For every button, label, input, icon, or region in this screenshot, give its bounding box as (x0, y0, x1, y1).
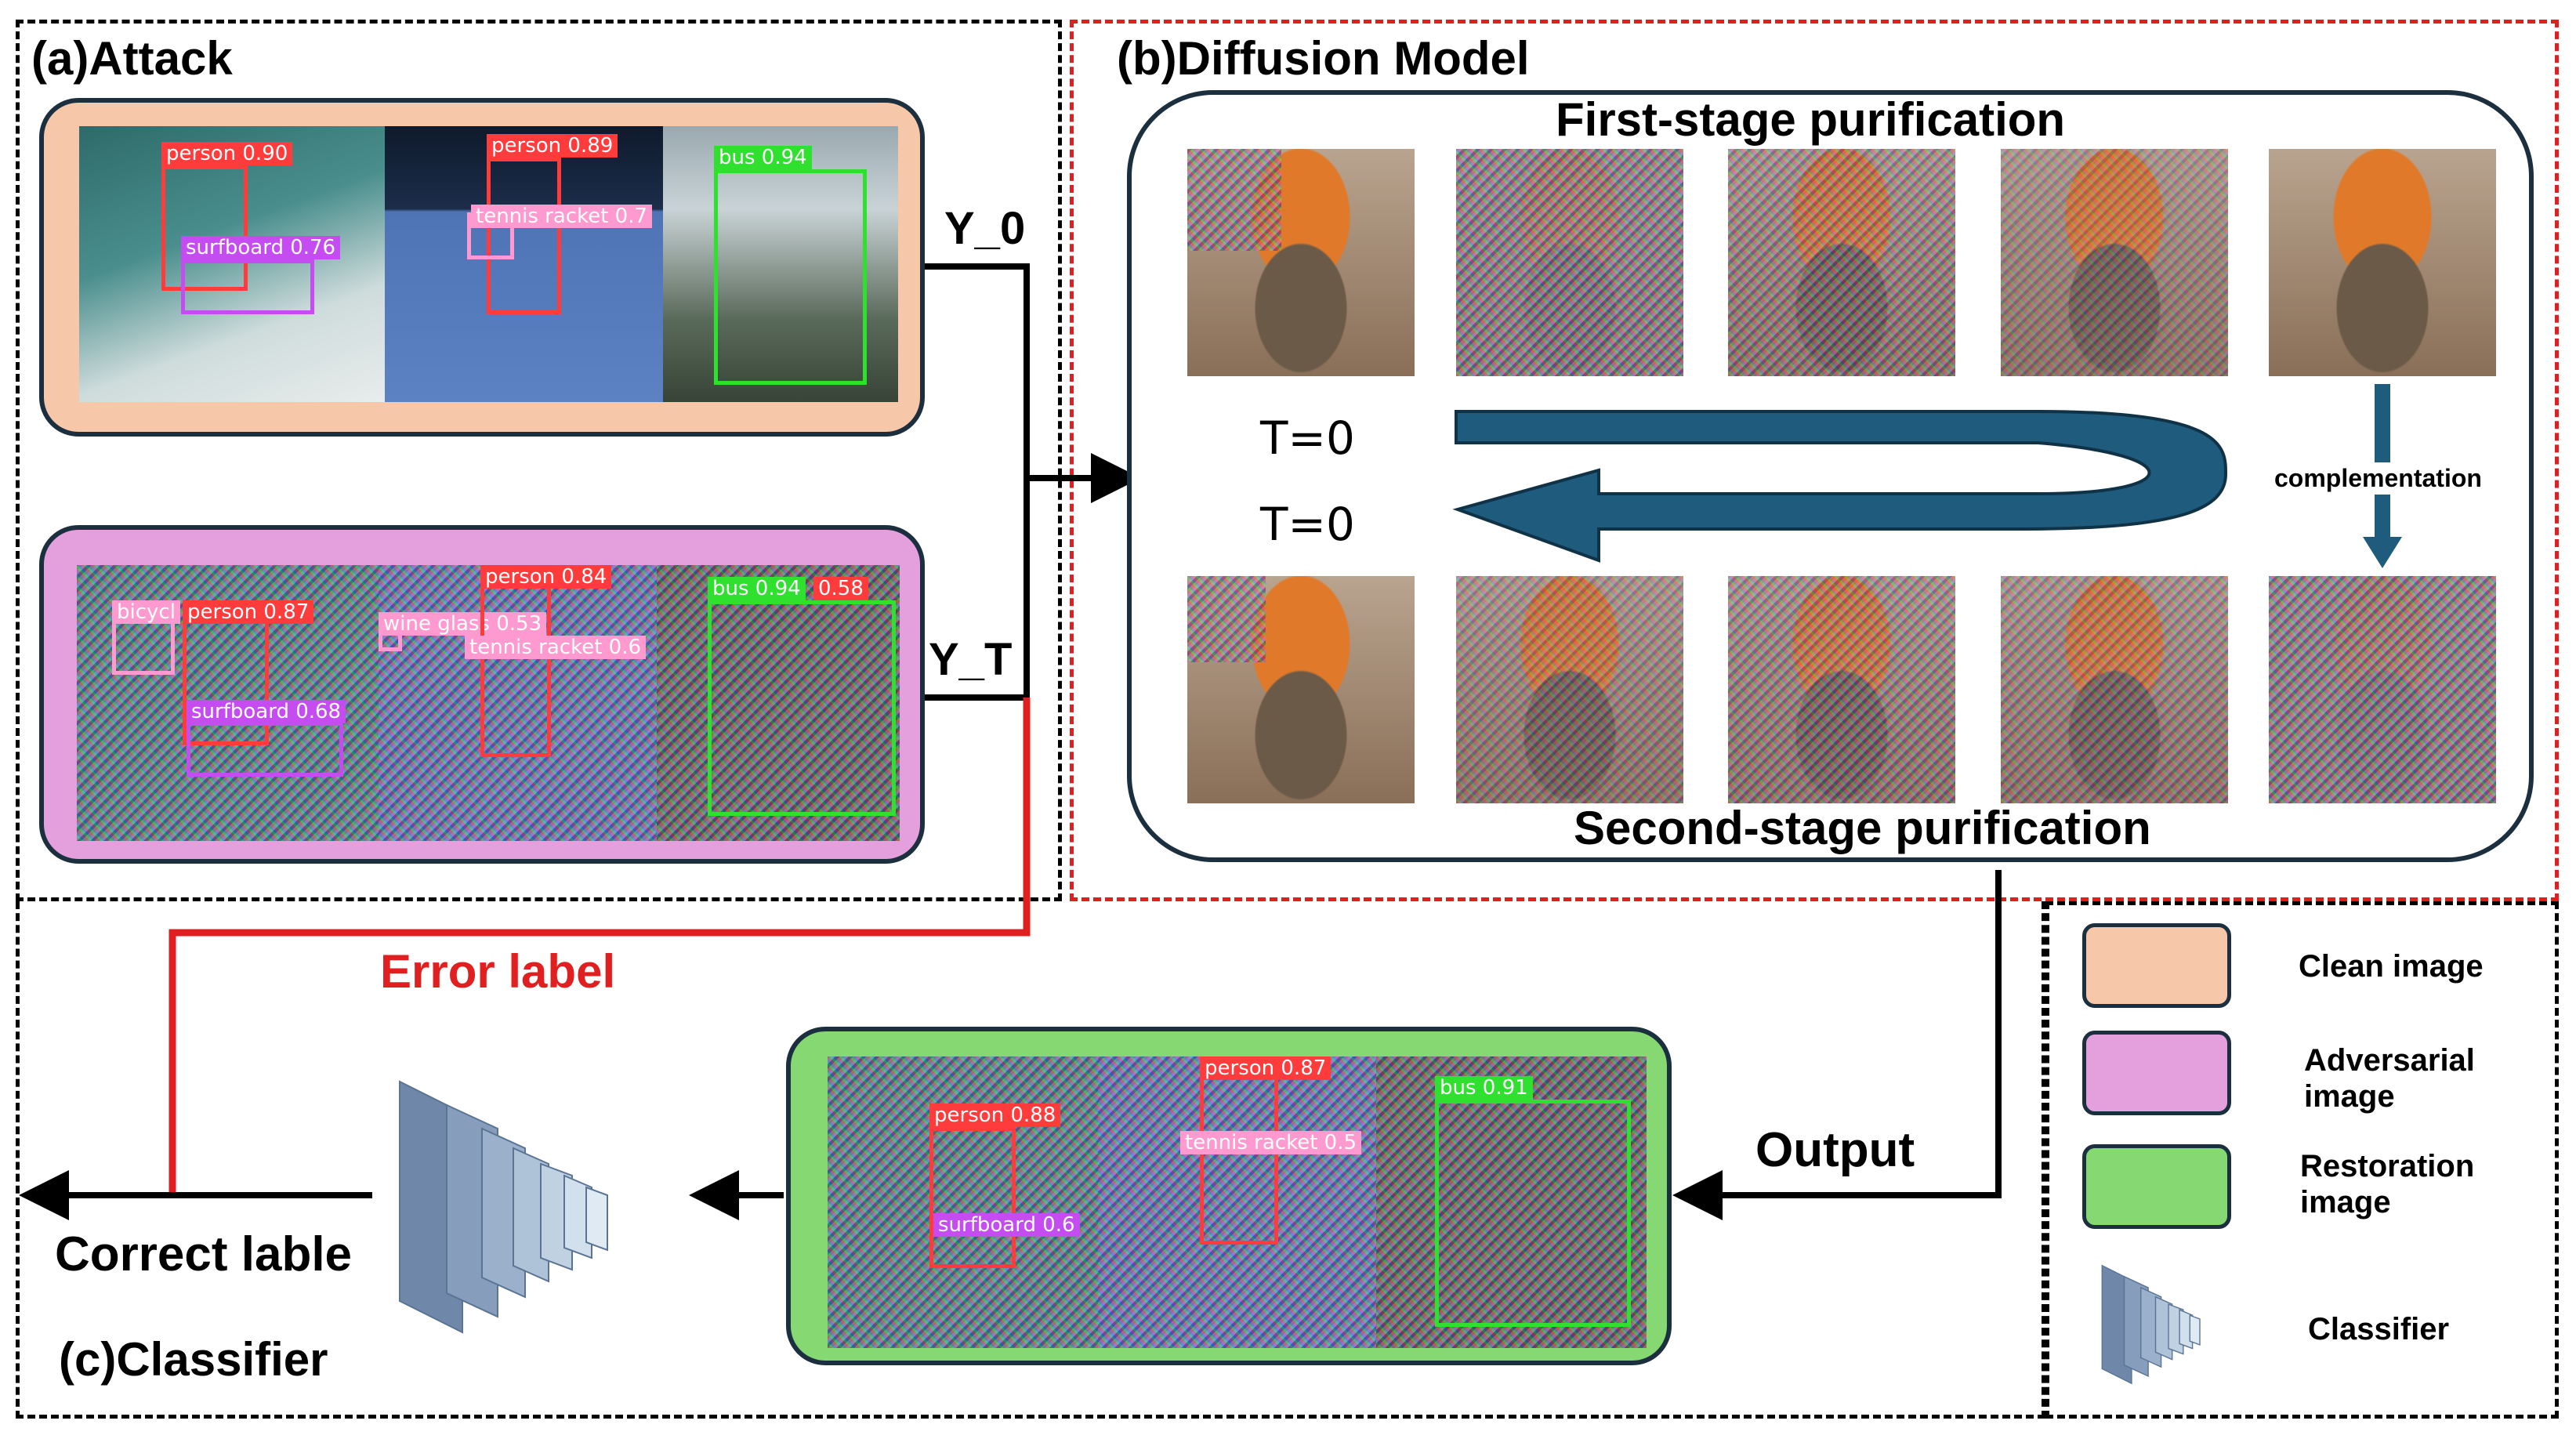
cat-stage1-5 (2269, 149, 2496, 376)
tag-person: person 0.87 (1200, 1056, 1331, 1080)
tag-person: person 0.87 (183, 600, 314, 624)
uturn-arrow (1452, 410, 2228, 563)
cat-stage2-1 (1187, 576, 1415, 803)
tag-surfboard: surfboard 0.76 (181, 236, 341, 259)
t-label-bottom: T=0 (1260, 498, 1355, 551)
bbox-bus (1435, 1100, 1631, 1327)
tag-racket: tennis racket 0.6 (465, 636, 647, 659)
correct-label-text: Correct lable (55, 1227, 353, 1281)
bbox-person (487, 158, 561, 314)
tag-surfboard: surfboard 0.6 (933, 1213, 1080, 1237)
restored-tennis-photo: person 0.87 tennis racket 0.5 (1098, 1056, 1376, 1348)
tag-racket: tennis racket 0.5 (1180, 1131, 1362, 1154)
legend-classifier-icon (2101, 1264, 2201, 1385)
restoration-image-card: person 0.88 surfboard 0.6 person 0.87 te… (786, 1027, 1672, 1365)
diffusion-title: (b)Diffusion Model (1117, 32, 1530, 85)
bus-photo: bus 0.94 (663, 126, 898, 402)
adv-to-junction-line (925, 478, 1030, 701)
y0-label: Y_0 (944, 203, 1026, 254)
output-text: Output (1755, 1123, 1915, 1177)
second-stage-label: Second-stage purification (1574, 802, 2151, 854)
yt-label: Y_T (929, 634, 1013, 685)
tag-bus: bus 0.94 (714, 146, 812, 169)
legend-adversarial-swatch (2082, 1031, 2231, 1115)
clean-to-junction-line (925, 263, 1030, 478)
restored-bus-photo: bus 0.91 (1376, 1056, 1647, 1348)
tag-person: person 0.84 (480, 565, 612, 589)
legend-restoration-label: Restoration image (2300, 1149, 2475, 1219)
tennis-photo: person 0.89 tennis racket 0.7 (385, 126, 663, 402)
cat-stage2-4 (2001, 576, 2228, 803)
legend-clean-label: Clean image (2299, 949, 2484, 984)
tag-surfboard: surfboard 0.68 (187, 700, 346, 723)
cat-stage2-3 (1728, 576, 1955, 803)
cat-stage1-1 (1187, 149, 1415, 376)
adv-bus-photo: bus 0.94 0.58 (657, 565, 900, 841)
adv-tennis-photo: wine glass 0.53 person 0.84 tennis racke… (379, 565, 657, 841)
attack-panel (16, 20, 1062, 901)
first-stage-label: First-stage purification (1556, 93, 2066, 146)
classifier-icon (399, 1080, 608, 1334)
tag-person: person 0.90 (161, 142, 293, 165)
error-label-text: Error label (380, 945, 616, 998)
tag-bus: bus 0.94 (708, 577, 806, 600)
clean-image-card: person 0.90 surfboard 0.76 person 0.89 t… (39, 98, 925, 437)
cat-stage2-2 (1456, 576, 1683, 803)
t-label-top: T=0 (1260, 411, 1355, 465)
bbox-bus (708, 600, 896, 816)
classifier-title: (c)Classifier (59, 1333, 328, 1386)
complementation-label: complementation (2271, 462, 2485, 495)
bbox-person (929, 1127, 1016, 1268)
tag-bus-extra: 0.58 (813, 577, 868, 600)
tag-wine-glass: wine glass 0.53 (379, 612, 547, 636)
legend-clean-swatch (2082, 923, 2231, 1008)
tag-racket: tennis racket 0.7 (471, 205, 653, 228)
error-label-line (168, 698, 1031, 1195)
legend-adversarial-label: Adversarial image (2304, 1043, 2475, 1114)
legend-panel (2045, 901, 2559, 1419)
tag-bus: bus 0.91 (1435, 1076, 1533, 1100)
attack-title: (a)Attack (31, 32, 233, 85)
cat-stage1-2 (1456, 149, 1683, 376)
legend-classifier-label: Classifier (2308, 1312, 2450, 1346)
cat-stage2-5 (2269, 576, 2496, 803)
bbox-person (161, 165, 248, 291)
tag-person: person 0.88 (929, 1104, 1061, 1127)
bbox-bus (714, 169, 867, 385)
cat-stage1-3 (1728, 149, 1955, 376)
bbox-surfboard (187, 722, 343, 777)
tag-person: person 0.89 (487, 134, 618, 158)
surfer-photo: person 0.90 surfboard 0.76 (79, 126, 385, 402)
cat-stage1-4 (2001, 149, 2228, 376)
adversarial-image-card: bicycl person 0.87 surfboard 0.68 wine g… (39, 525, 925, 864)
bbox-surfboard (181, 259, 314, 314)
diffusion-panel (1070, 20, 2559, 901)
classifier-panel (16, 901, 2045, 1419)
legend-restoration-swatch (2082, 1144, 2231, 1229)
adv-surfer-photo: bicycl person 0.87 surfboard 0.68 (77, 565, 379, 841)
restored-surfer-photo: person 0.88 surfboard 0.6 (828, 1056, 1098, 1348)
output-line (1672, 870, 2002, 1220)
tag-bicycle: bicycl (112, 600, 180, 624)
